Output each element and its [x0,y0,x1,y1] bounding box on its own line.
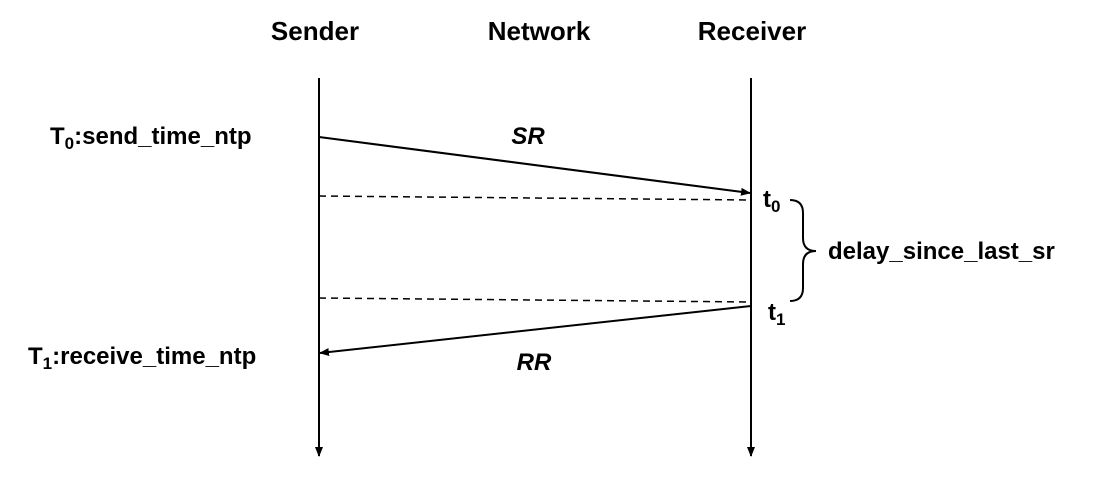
delay-since-last-sr-label: delay_since_last_sr [828,238,1055,265]
sender-header: Sender [271,16,359,46]
rr-message-label: RR [517,349,552,376]
receiver-header: Receiver [698,16,806,46]
network-header: Network [488,16,591,46]
sender-t1-label: T1:receive_time_ntp [28,343,256,373]
receiver-t1-symbol: t [768,299,776,326]
receiver-t0-subscript: 0 [771,197,780,216]
receiver-t1-subscript: 1 [776,310,785,329]
t1-reference-line [318,297,752,303]
sender-t0-symbol: T [50,123,65,150]
receiver-t0-label: t0 [763,186,780,216]
sr-message-arrow [318,136,751,196]
sender-t0-subscript: 0 [65,134,74,153]
interval-brace [789,199,817,302]
receiver-t0-symbol: t [763,186,771,213]
sender-t1-symbol: T [28,343,43,370]
sender-t0-label: T0:send_time_ntp [50,123,252,153]
t0-reference-line [318,195,752,201]
sender-t0-text: :send_time_ntp [74,123,251,150]
rr-message-arrow [319,305,752,357]
sender-t1-subscript: 1 [43,354,52,373]
sender-t1-text: :receive_time_ntp [52,343,256,370]
receiver-t1-label: t1 [768,299,785,329]
sr-message-label: SR [511,123,545,150]
